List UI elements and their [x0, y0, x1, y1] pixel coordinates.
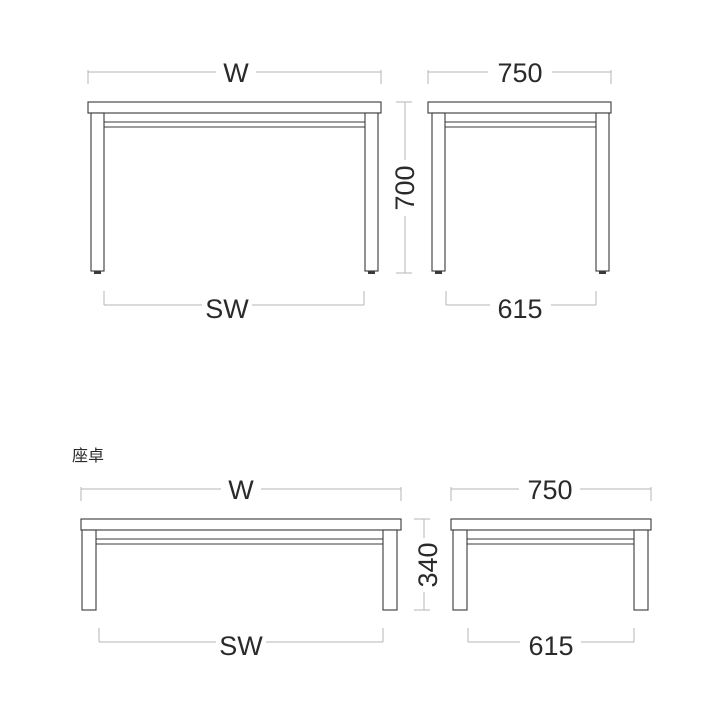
depth-dimension: 750: [450, 475, 652, 505]
table-side-drawing: [427, 101, 612, 274]
leg-span-dimension: 615: [445, 291, 597, 324]
width-dimension: W: [87, 58, 382, 88]
low-table-side-drawing: [450, 518, 652, 611]
sw-dimension: SW: [103, 291, 365, 324]
section-label-low-table: 座卓: [72, 446, 104, 465]
height-label: 700: [390, 165, 420, 210]
leg-span-dimension: 615: [467, 628, 635, 661]
leg-span-label: 615: [528, 631, 573, 661]
depth-label: 750: [497, 58, 542, 88]
sw-label: SW: [205, 294, 249, 324]
low-table-height-dimension: 340: [413, 518, 443, 611]
dining-table-front-view: W SW: [87, 58, 382, 324]
leg-span-label: 615: [497, 294, 542, 324]
depth-dimension: 750: [427, 58, 612, 88]
height-label: 340: [413, 542, 443, 587]
low-table-front-drawing: [80, 518, 402, 611]
low-table-front-view: W SW: [80, 475, 402, 661]
low-table-side-view: 750 615: [450, 475, 652, 661]
table-front-drawing: [87, 101, 382, 274]
depth-label: 750: [527, 475, 572, 505]
width-dimension: W: [80, 475, 402, 505]
width-label: W: [223, 58, 249, 88]
dining-table-height-dimension: 700: [390, 101, 420, 274]
dining-table-side-view: 750 615: [427, 58, 612, 324]
sw-dimension: SW: [98, 628, 384, 661]
sw-label: SW: [219, 631, 263, 661]
width-label: W: [228, 475, 254, 505]
